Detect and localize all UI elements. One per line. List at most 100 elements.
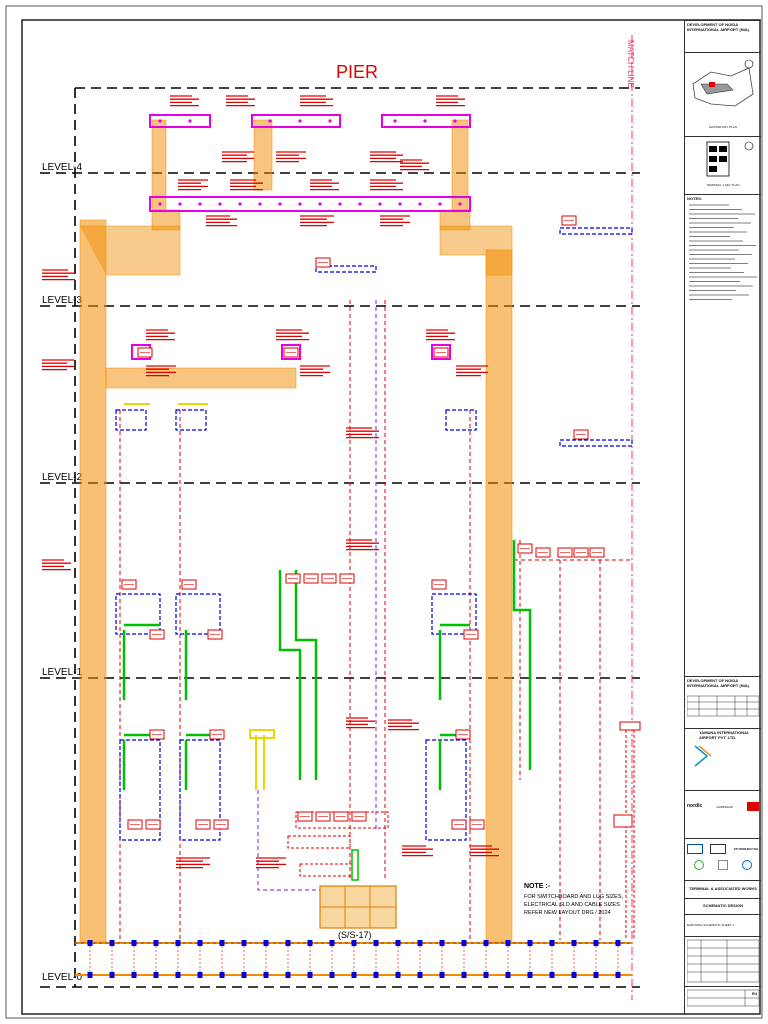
master-key-plan-drawing bbox=[692, 59, 754, 107]
bus-node bbox=[615, 972, 621, 978]
cable-tray-orange bbox=[79, 119, 513, 943]
terminal-key-plan: TERMINAL 1 KEY PLAN bbox=[685, 136, 761, 194]
bus-node bbox=[263, 940, 269, 946]
bus-node bbox=[175, 972, 181, 978]
bus-node bbox=[615, 940, 621, 946]
level-2-label: LEVEL-2 bbox=[42, 472, 82, 483]
bus-node bbox=[461, 972, 467, 978]
bus-node bbox=[307, 940, 313, 946]
bus-node bbox=[87, 972, 93, 978]
level-1-label: LEVEL-1 bbox=[42, 667, 82, 678]
drawing-number-grid bbox=[686, 989, 760, 1007]
client-name: YAMUNA INTERNATIONAL AIRPORT PVT. LTD. bbox=[699, 730, 750, 740]
consultant-logo-5 bbox=[742, 860, 752, 870]
busbar-node bbox=[158, 202, 162, 206]
busbar-node bbox=[198, 202, 202, 206]
busbar-node bbox=[458, 202, 462, 206]
bus-node bbox=[461, 940, 467, 946]
busbar-node bbox=[278, 202, 282, 206]
green-conductors bbox=[122, 540, 532, 790]
bus-node bbox=[241, 940, 247, 946]
project-name: TERMINAL & ASSOCIATED WORKS bbox=[689, 886, 757, 891]
client-panel: YAMUNA INTERNATIONAL AIRPORT PVT. LTD. bbox=[685, 728, 761, 790]
master-key-plan-caption: MASTER KEY PLAN bbox=[709, 125, 737, 129]
bus-node-group bbox=[87, 940, 621, 978]
bus-node bbox=[263, 972, 269, 978]
busbar-node bbox=[218, 202, 222, 206]
client-logo bbox=[694, 745, 712, 767]
bus-node bbox=[109, 972, 115, 978]
busbar-node bbox=[298, 119, 302, 123]
project-name-cell: TERMINAL & ASSOCIATED WORKS bbox=[685, 880, 761, 898]
earthing-bus-level-0 bbox=[75, 942, 632, 976]
busbar-node bbox=[453, 119, 457, 123]
architect-nordic: nordic bbox=[687, 803, 703, 809]
bus-node bbox=[593, 972, 599, 978]
drawing-number-cell: R4 bbox=[685, 986, 761, 1014]
bus-node bbox=[417, 940, 423, 946]
bus-node bbox=[219, 972, 225, 978]
bus-node bbox=[241, 972, 247, 978]
busbar-node bbox=[393, 119, 397, 123]
pier-title: PIER bbox=[336, 62, 378, 82]
busbar-node bbox=[338, 202, 342, 206]
architect-studiofractal: STUDIOFRACTAL bbox=[733, 847, 759, 851]
busbar-node bbox=[188, 119, 192, 123]
consultant-logo-4 bbox=[718, 860, 728, 870]
bus-node bbox=[439, 940, 445, 946]
drawing-title-cell: EARTHING SCHEMATIC SHEET 1 bbox=[685, 914, 761, 936]
issue-table-grid bbox=[686, 939, 760, 983]
title-block: DEVELOPMENT OF NOIDA INTERNATIONAL AIRPO… bbox=[684, 20, 761, 1014]
busbar-node bbox=[178, 202, 182, 206]
stage-label: SCHEMATIC DESIGN bbox=[703, 903, 743, 908]
title-block-project-top: DEVELOPMENT OF NOIDA INTERNATIONAL AIRPO… bbox=[685, 20, 761, 52]
busbar-node bbox=[358, 202, 362, 206]
busbar-node bbox=[158, 119, 162, 123]
terminal-key-plan-caption: TERMINAL 1 KEY PLAN bbox=[706, 183, 740, 187]
bus-node bbox=[109, 940, 115, 946]
project-title-mid: DEVELOPMENT OF NOIDA INTERNATIONAL AIRPO… bbox=[687, 678, 749, 688]
level-3-label: LEVEL-3 bbox=[42, 295, 82, 306]
substation-label: (S/S-17) bbox=[338, 930, 372, 940]
bus-node bbox=[329, 972, 335, 978]
bus-node bbox=[439, 972, 445, 978]
busbar-node bbox=[268, 119, 272, 123]
bus-node bbox=[197, 972, 203, 978]
bus-node bbox=[351, 940, 357, 946]
busbar-node bbox=[298, 202, 302, 206]
architect-grimshaw: GRIMSHAW bbox=[716, 804, 733, 809]
inner-border bbox=[21, 19, 761, 1015]
bus-node bbox=[131, 940, 137, 946]
level-lines bbox=[40, 87, 640, 988]
busbar-node bbox=[398, 202, 402, 206]
notes-heading: NOTE :- bbox=[524, 883, 551, 890]
bus-node bbox=[153, 972, 159, 978]
bus-node bbox=[483, 972, 489, 978]
notes-text-lines bbox=[689, 204, 757, 300]
blue-panels bbox=[115, 227, 633, 841]
annotation-group bbox=[42, 95, 499, 869]
busbar-node bbox=[258, 202, 262, 206]
bus-node bbox=[571, 940, 577, 946]
busbar-node bbox=[238, 202, 242, 206]
notes-line-2: ELECTRICAL SLD AND CABLE SIZES bbox=[524, 902, 620, 908]
notes-line-1: FOR SWITCHBOARD AND LUG SIZES, bbox=[524, 894, 623, 900]
busbar-node bbox=[378, 202, 382, 206]
level-4-label: LEVEL-4 bbox=[42, 162, 82, 173]
busbar-node bbox=[438, 202, 442, 206]
bus-node bbox=[483, 940, 489, 946]
bus-node bbox=[593, 940, 599, 946]
match-line: MATCH LINE bbox=[626, 35, 635, 1000]
consultant-logo-1 bbox=[687, 844, 703, 854]
consultants-panel: STUDIOFRACTAL bbox=[685, 838, 761, 880]
right-riser bbox=[613, 721, 641, 940]
bus-node bbox=[417, 972, 423, 978]
bus-node bbox=[395, 940, 401, 946]
title-block-project-mid: DEVELOPMENT OF NOIDA INTERNATIONAL AIRPO… bbox=[685, 676, 761, 728]
bus-node bbox=[329, 940, 335, 946]
architects-panel: nordic GRIMSHAW bbox=[685, 790, 761, 838]
bus-node bbox=[505, 940, 511, 946]
bus-node bbox=[307, 972, 313, 978]
architect-logo bbox=[746, 802, 759, 811]
